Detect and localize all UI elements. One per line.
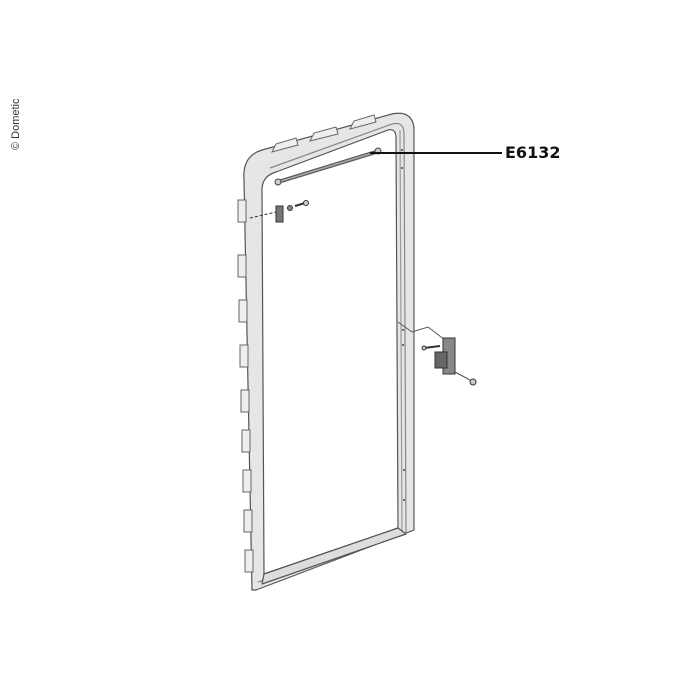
hinge-bracket [397, 321, 477, 386]
copyright-text: © Dometic [10, 98, 22, 150]
upper-latch-bracket [249, 200, 309, 223]
frame-holes [401, 149, 405, 501]
part-number-label: E6132 [505, 143, 561, 162]
door-frame [243, 112, 415, 591]
frame-tabs [237, 114, 377, 573]
rod-e6132 [274, 147, 382, 186]
